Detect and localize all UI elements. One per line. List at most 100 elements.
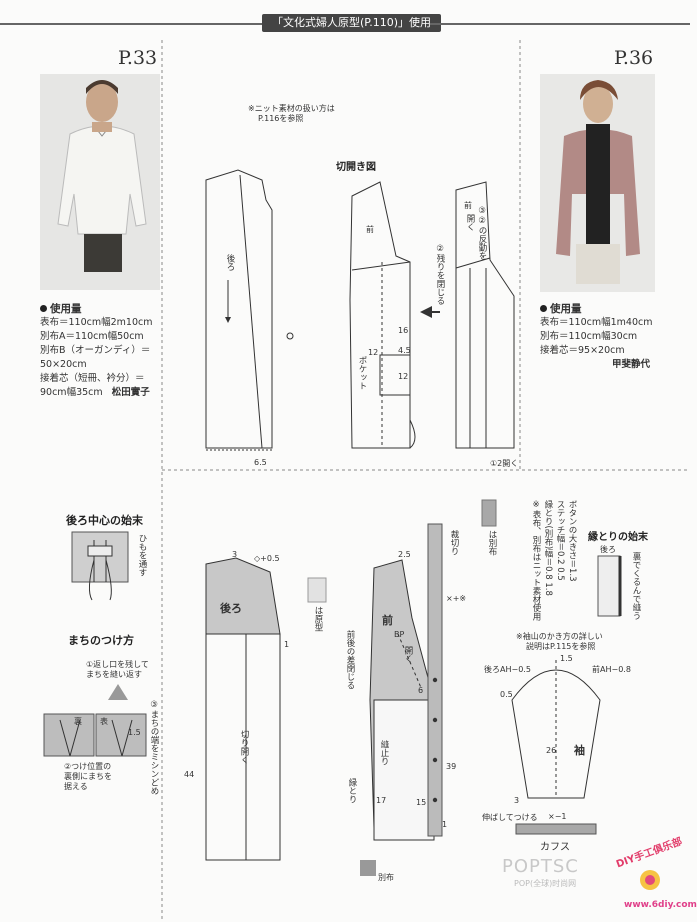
top-front-label: 前 [366, 225, 374, 234]
dim-6: 6 [418, 686, 424, 695]
legend-other: は別布 [487, 530, 497, 556]
sleeve-label: 袖 [574, 744, 585, 757]
gusset-step2: ②つけ位置の 裏側にまちを 据える [64, 762, 112, 791]
header-rule-right [430, 23, 690, 25]
dim-17: 17 [376, 796, 387, 805]
dim-16: 16 [398, 326, 409, 335]
trim-label: 縁とり [347, 778, 357, 804]
right-material-line: 接着芯＝95×20cm [540, 345, 625, 356]
left-page-number: P.33 [118, 47, 158, 69]
gusset-step1: ①返し口を残して まちを縫い返す [86, 660, 149, 679]
pop-watermark: POPTSC [502, 856, 579, 877]
gusset-label-back: 裏 [74, 717, 82, 726]
cut-front-label: 前 [464, 201, 472, 210]
dim-3: 3 [232, 550, 238, 559]
note-line: ステッチ幅＝0.2 0.5 [555, 500, 565, 581]
knit-note: ※ニット素材の扱い方は P.116を参照 [248, 104, 335, 123]
pop-watermark-sub: POP(全球)时尚网 [514, 879, 577, 888]
note-line: ※表布、別布はニット素材使用 [531, 500, 541, 621]
fold-label: 前後の差閉じる [345, 630, 355, 690]
dim-4-5: 4.5 [398, 346, 411, 355]
sleeve-dim-0-5: 0.5 [500, 690, 513, 699]
sleeve-dim-26: 26 [546, 746, 557, 755]
trim-back: 後ろ [600, 545, 616, 554]
gusset-step3: ③まちの端をミシンどめ [149, 700, 159, 795]
right-materials: 使用量 表布＝110cm幅1m40cm 別布＝110cm幅30cm 接着芯＝95… [540, 302, 670, 372]
dim-44: 44 [184, 770, 195, 779]
cut-open-label: 切り開く [239, 730, 249, 764]
dim-1: 1 [284, 640, 290, 649]
left-model-photo [40, 74, 160, 290]
left-material-line: 別布A＝110cm幅50cm [40, 331, 144, 342]
sleeve-note: ※袖山のかき方の詳しい 説明はP.115を参照 [516, 632, 603, 651]
right-designer: 甲斐静代 [611, 359, 650, 370]
open-label: 開く [403, 646, 413, 663]
note-line: ボタンの大きさ＝1.3 [567, 500, 577, 582]
left-material-line: 表布＝110cm幅2m10cm [40, 317, 153, 328]
left-model-illustration [40, 74, 160, 290]
gusset-dim: 1.5 [128, 728, 141, 737]
right-material-line: 表布＝110cm幅1m40cm [540, 317, 653, 328]
bullet-icon [540, 305, 547, 312]
header-rule-left [0, 23, 262, 25]
sleeve-front-ah: 前AH−0.8 [592, 665, 631, 674]
gusset-title: まちのつけ方 [68, 634, 134, 647]
back-center-note: ひもを通す [137, 534, 147, 577]
dim-15: 15 [416, 798, 427, 807]
left-material-last: 90cm幅35cm 松田實子 [40, 387, 150, 398]
dim-6-5: 6.5 [254, 458, 267, 467]
dim-12-a: 12 [368, 348, 379, 357]
dim-x: ×+※ [446, 594, 467, 603]
open-note: 開く [465, 214, 475, 231]
other-fabric-label: 別布 [378, 873, 394, 882]
note-line: 縁とり(別布)幅＝0.8 1.8 [543, 500, 553, 596]
step3-note: ③②の反動を [477, 206, 487, 260]
right-materials-title: 使用量 [540, 302, 670, 316]
left-material-line: 接着芯（短冊、衿分）＝ [40, 373, 145, 384]
sleeve-dim-3: 3 [514, 796, 520, 805]
left-materials: 使用量 表布＝110cm幅2m10cm 別布A＝110cm幅50cm 別布B（オ… [40, 302, 162, 400]
step1-note: ①2開く [490, 459, 519, 468]
dim-39: 39 [446, 762, 457, 771]
cuff-note: 伸ばしてつける [482, 813, 538, 822]
bullet-icon [40, 305, 47, 312]
trim-title: 縁とりの始末 [588, 532, 648, 543]
legend-muslin: は原型 [313, 606, 323, 632]
trim-note: 裏でくるんで縫う [631, 552, 641, 620]
url-watermark: www.6diy.com [624, 900, 697, 910]
top-back-label: 後ろ [225, 254, 235, 271]
right-page-number: P.36 [614, 47, 654, 69]
step2-note: ②残りを閉じる [435, 244, 445, 305]
dim-2-5: 2.5 [398, 550, 411, 559]
sleeve-dim-x: ×−1 [548, 812, 567, 821]
left-material-line: 50×20cm [40, 359, 87, 370]
left-designer: 松田實子 [111, 387, 150, 398]
bp-label: BP [394, 630, 405, 639]
dim-12-b: 12 [398, 372, 409, 381]
pocket-label: ポケット [357, 356, 367, 390]
sleeve-back-ah: 後ろAH−0.5 [484, 665, 531, 674]
facing-label: 裁切り [449, 530, 459, 556]
back-center-title: 後ろ中心の始末 [66, 514, 143, 527]
left-materials-title: 使用量 [40, 302, 162, 316]
cut-diagram-title: 切開き図 [336, 162, 376, 173]
sleeve-dim-1-5: 1.5 [560, 654, 573, 663]
right-model-illustration [540, 74, 655, 292]
dim-1-b: 1 [442, 820, 448, 829]
bottom-front-label: 前 [382, 614, 393, 627]
hem-label: 縫止り [379, 740, 389, 766]
gusset-label-front: 表 [100, 717, 108, 726]
right-model-photo [540, 74, 655, 292]
cuff-label: カフス [540, 842, 570, 853]
dim-0-5: ◇+0.5 [254, 554, 280, 563]
right-material-line: 別布＝110cm幅30cm [540, 331, 638, 342]
bottom-back-label: 後ろ [220, 602, 242, 615]
